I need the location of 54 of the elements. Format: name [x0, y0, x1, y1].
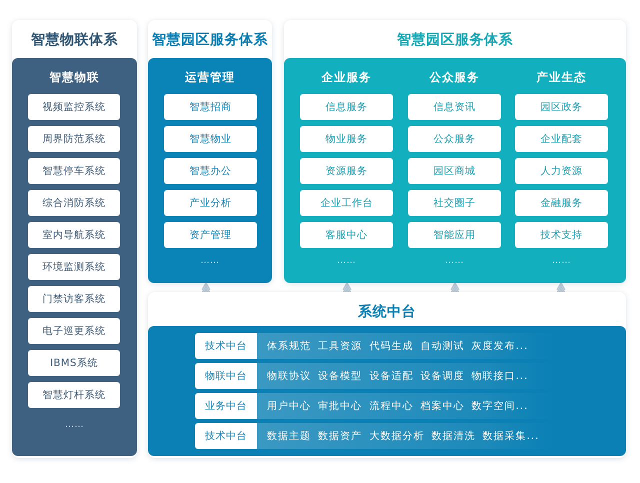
service-tile: 公众服务	[408, 126, 501, 152]
chevron-arrow	[450, 282, 460, 293]
ellipsis-text: ……	[336, 256, 357, 266]
chevron-arrow	[202, 282, 210, 293]
section-panel	[148, 326, 626, 456]
service-tile: 物业服务	[300, 126, 393, 152]
service-tile: 金融服务	[515, 190, 608, 216]
ellipsis-text: ……	[551, 256, 572, 266]
service-tile: 智慧招商	[164, 94, 257, 120]
platform-label: 物联中台	[195, 363, 257, 389]
section-card	[148, 292, 626, 458]
column-heading: 企业服务	[320, 70, 372, 85]
service-tile: 产业分析	[164, 190, 257, 216]
service-tile: 信息服务	[300, 94, 393, 120]
ellipsis-text: ……	[64, 420, 85, 430]
chevron-arrow	[342, 282, 352, 293]
column-heading: 智慧物联	[48, 70, 100, 85]
service-tile: 客服中心	[300, 222, 393, 248]
column-heading: 运营管理	[184, 70, 236, 85]
service-tile: 资产管理	[164, 222, 257, 248]
platform-label: 技术中台	[195, 333, 257, 359]
service-tile: IBMS系统	[28, 350, 120, 376]
ellipsis-text: ……	[200, 256, 220, 266]
section-title: 系统中台	[357, 303, 417, 321]
service-tile: 智慧灯杆系统	[28, 382, 120, 408]
service-tile: 信息资讯	[408, 94, 501, 120]
service-tile: 园区商城	[408, 158, 501, 184]
service-tile: 门禁访客系统	[28, 286, 120, 312]
service-tile: 环境监测系统	[28, 254, 120, 280]
service-tile: 视频监控系统	[28, 94, 120, 120]
chevron-arrow	[556, 282, 566, 293]
service-tile: 企业工作台	[300, 190, 393, 216]
service-tile: 资源服务	[300, 158, 393, 184]
ellipsis-text: ……	[444, 256, 465, 266]
service-tile: 电子巡更系统	[28, 318, 120, 344]
service-tile: 智慧办公	[164, 158, 257, 184]
service-tile: 智能应用	[408, 222, 501, 248]
service-tile: 社交圈子	[408, 190, 501, 216]
service-tile: 园区政务	[515, 94, 608, 120]
column-heading: 产业生态	[536, 70, 588, 85]
service-tile: 人力资源	[515, 158, 608, 184]
platform-label: 业务中台	[195, 393, 257, 419]
service-tile: 智慧停车系统	[28, 158, 120, 184]
service-tile: 周界防范系统	[28, 126, 120, 152]
service-tile: 综合消防系统	[28, 190, 120, 216]
platform-label: 技术中台	[195, 423, 257, 449]
section-title: 智慧园区服务体系	[396, 31, 514, 49]
section-title: 智慧物联体系	[30, 31, 119, 49]
service-tile: 企业配套	[515, 126, 608, 152]
service-tile: 室内导航系统	[28, 222, 120, 248]
column-heading: 公众服务	[428, 70, 480, 85]
service-tile: 技术支持	[515, 222, 608, 248]
service-tile: 智慧物业	[164, 126, 257, 152]
section-title: 智慧园区服务体系	[151, 31, 269, 49]
